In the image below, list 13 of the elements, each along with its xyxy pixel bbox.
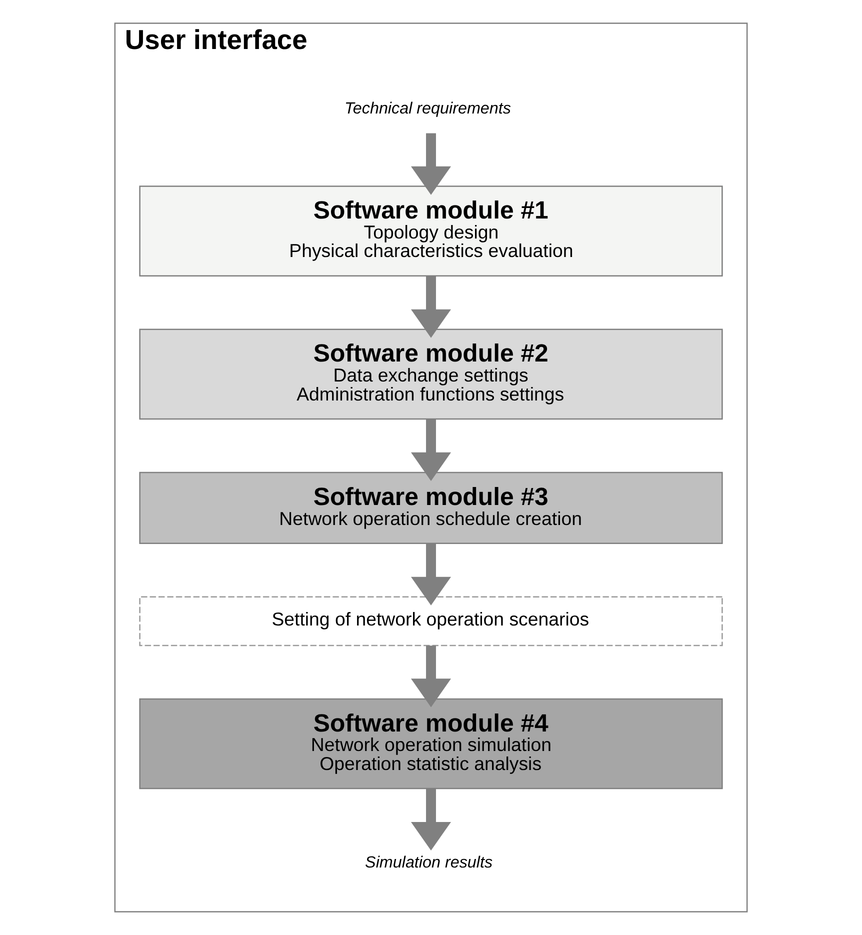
node-text: Technical requirements — [344, 99, 511, 118]
node-box: Setting of network operation scenarios — [139, 596, 723, 646]
arrow — [410, 133, 452, 195]
node-text: Simulation results — [365, 853, 493, 872]
node-box: Software module #3 Network operation schedule creation — [139, 472, 723, 544]
arrow — [410, 276, 452, 338]
arrow — [410, 544, 452, 606]
arrow — [410, 788, 452, 851]
node-box: Software module #4 Network operation simulation Operation statistic analysis — [139, 698, 723, 790]
arrow — [410, 646, 452, 708]
node-box: Software module #1 Topology design Physical characteristics evaluation — [139, 186, 723, 276]
arrow — [410, 419, 452, 481]
node-box: Software module #2 Data exchange settings Administration functions settings — [139, 328, 723, 420]
